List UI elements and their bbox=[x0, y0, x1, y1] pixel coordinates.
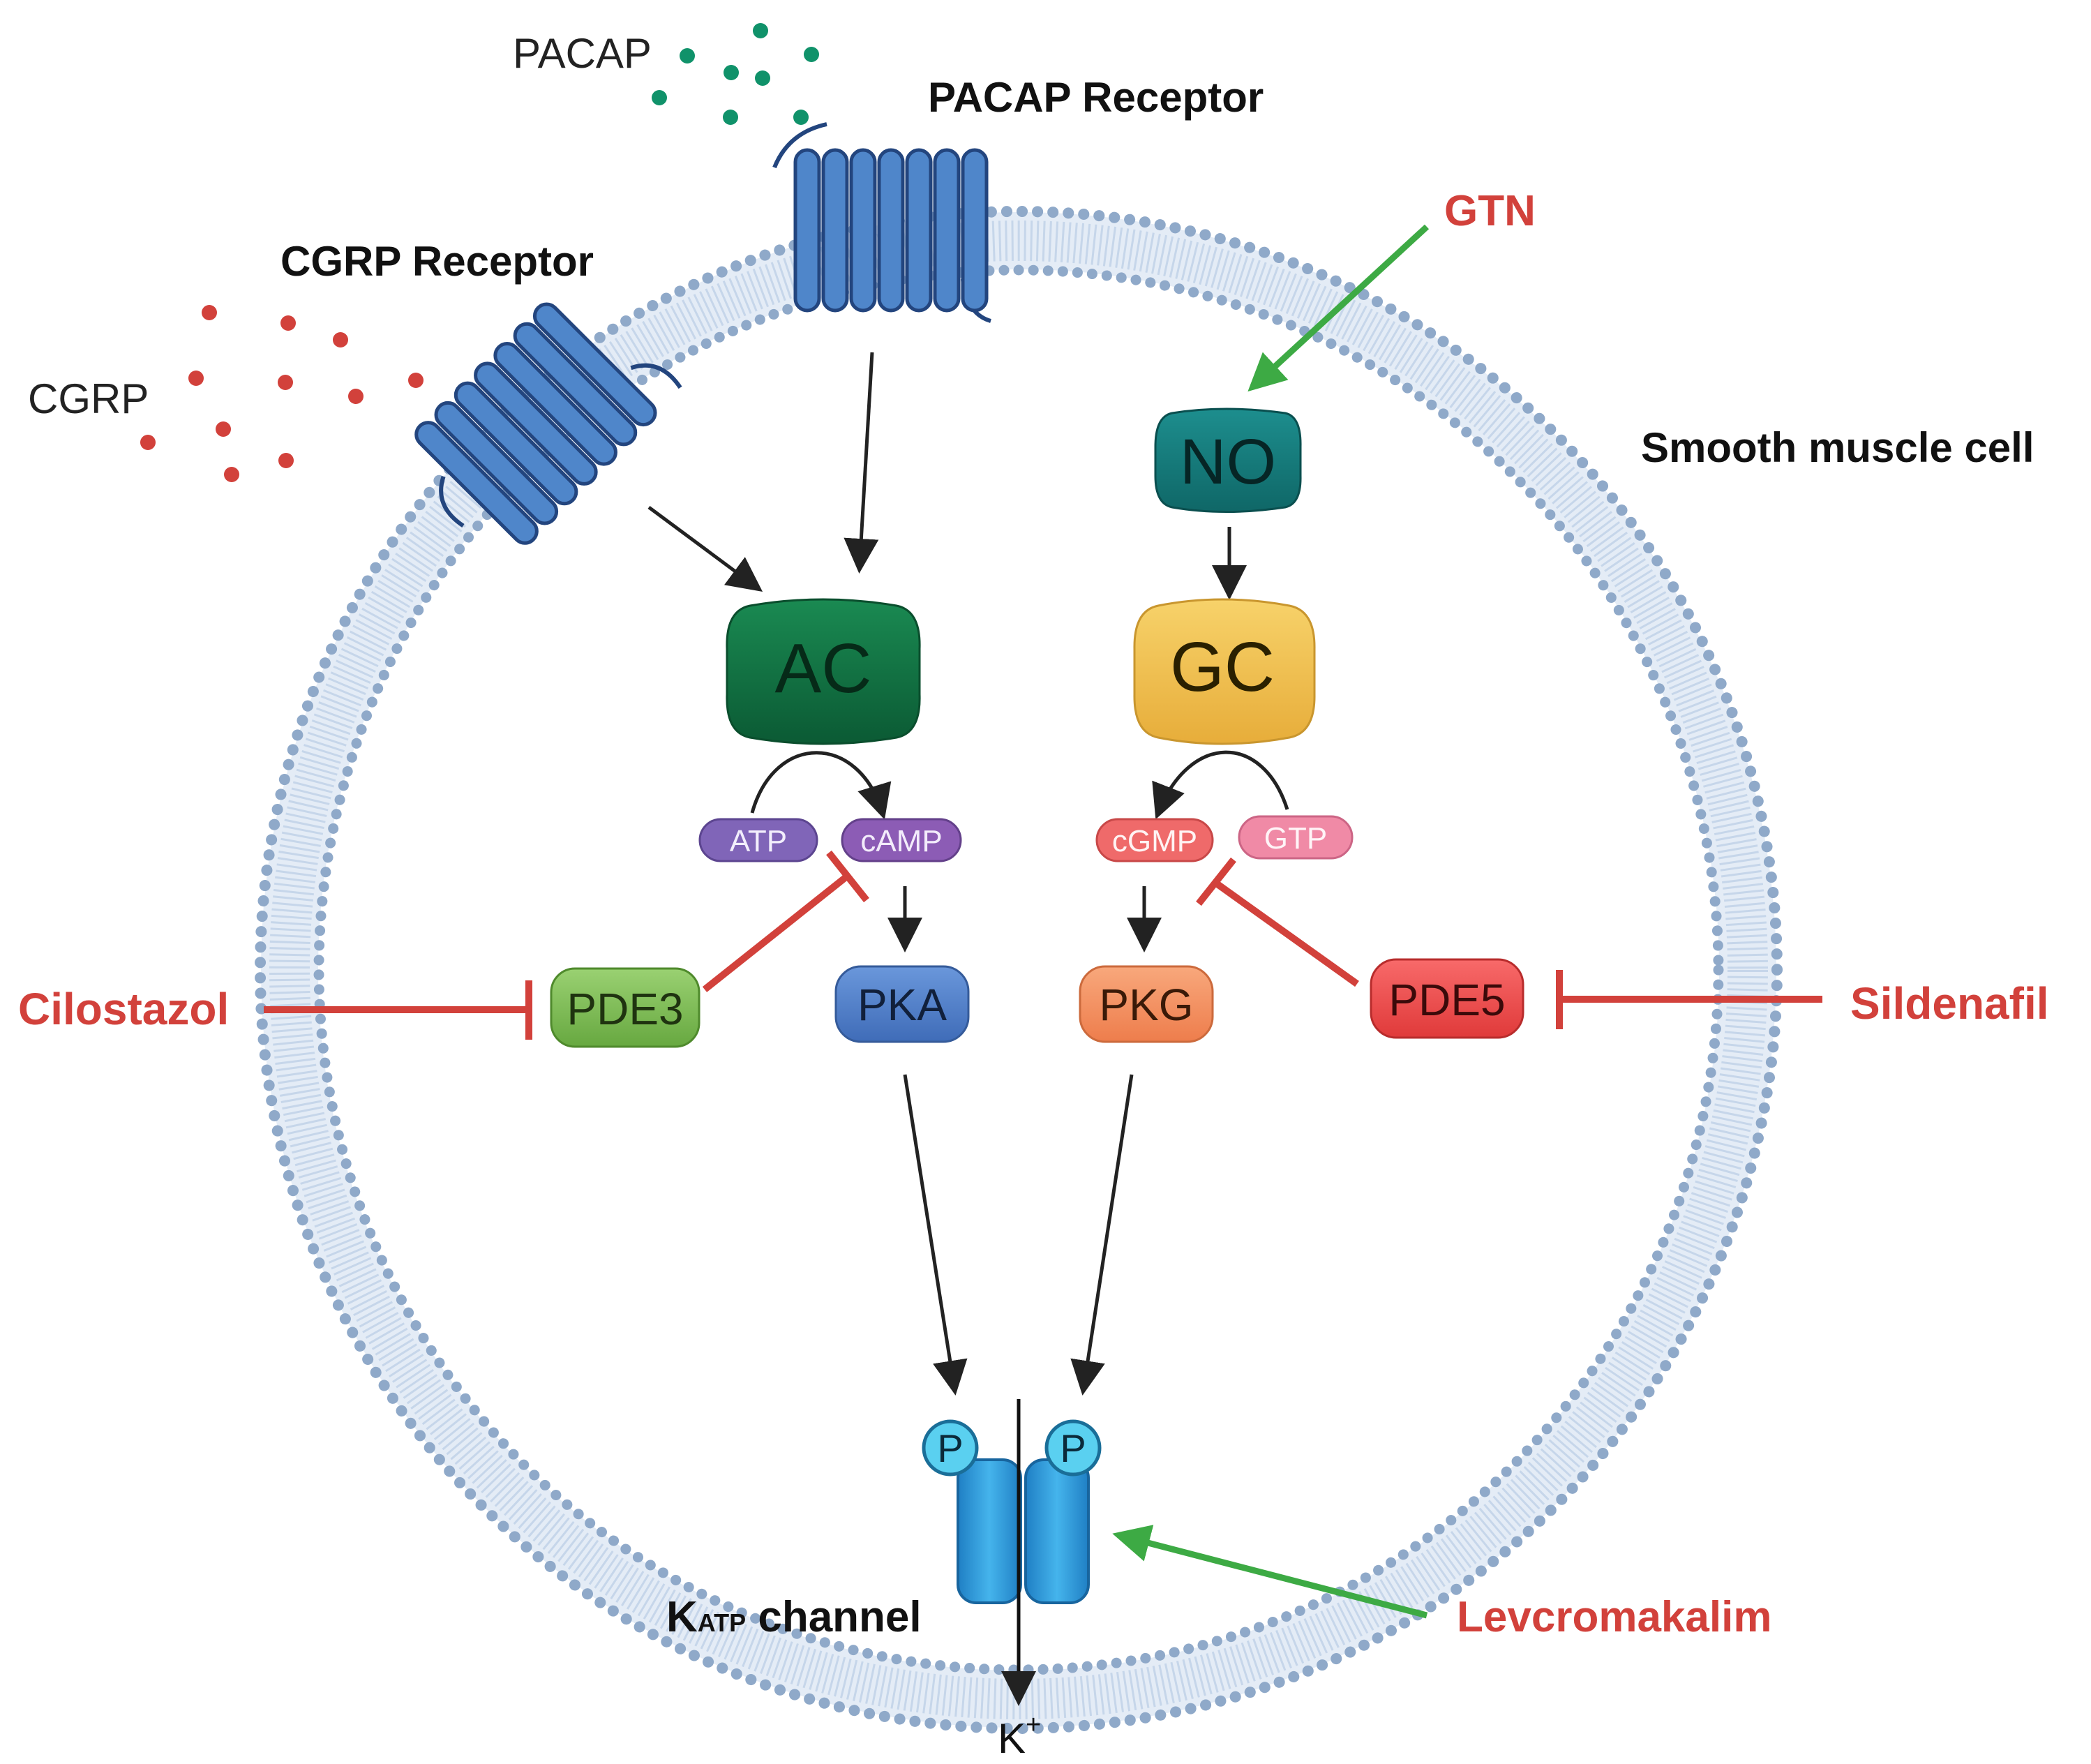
gtp-label: GTP bbox=[1264, 821, 1327, 855]
pde3-label: PDE3 bbox=[567, 984, 683, 1034]
no-label: NO bbox=[1180, 426, 1276, 498]
k-ion-label: K+ bbox=[998, 1710, 1041, 1762]
atp-pill: ATP bbox=[698, 818, 818, 862]
pka-label: PKA bbox=[857, 980, 947, 1030]
levcromakalim-label: Levcromakalim bbox=[1457, 1593, 1771, 1641]
sildenafil-label: Sildenafil bbox=[1850, 978, 2049, 1029]
camp-label: cAMP bbox=[860, 824, 942, 858]
cgmp-label: cGMP bbox=[1112, 824, 1197, 858]
gtp-pill: GTP bbox=[1238, 815, 1354, 860]
pacap-label: PACAP bbox=[513, 30, 652, 77]
phosphate-right-label: P bbox=[1060, 1426, 1086, 1470]
katp-channel-label: KATP channel bbox=[666, 1593, 922, 1641]
cgrp-label: CGRP bbox=[28, 375, 149, 422]
no-node: NO bbox=[1154, 408, 1302, 513]
cgrp-receptor bbox=[414, 302, 682, 545]
phosphate-left: P bbox=[922, 1419, 979, 1477]
arrow-atp-to-camp bbox=[750, 751, 892, 820]
activating-drug-arrows bbox=[1112, 224, 1430, 1619]
gtn-label: GTN bbox=[1444, 187, 1536, 235]
phosphate-left-label: P bbox=[937, 1426, 963, 1470]
pka-node: PKA bbox=[834, 965, 970, 1043]
inhibit-pde5-cgmp-bar bbox=[1196, 857, 1236, 906]
arrow-cgrp-to-ac bbox=[647, 505, 763, 592]
pacap-receptor-label: PACAP Receptor bbox=[928, 74, 1264, 121]
smooth-muscle-cell-label: Smooth muscle cell bbox=[1641, 424, 2034, 471]
signal-arrows bbox=[647, 352, 1289, 1396]
pacap-molecules bbox=[652, 23, 819, 125]
arrow-pkg-to-channel bbox=[1070, 1074, 1134, 1396]
gc-node: GC bbox=[1133, 598, 1316, 745]
atp-label: ATP bbox=[730, 824, 787, 858]
arrow-pka-to-channel bbox=[903, 1074, 968, 1396]
arrow-pacap-to-ac bbox=[844, 352, 879, 574]
pkg-label: PKG bbox=[1099, 980, 1193, 1030]
arrow-gtp-to-cgmp bbox=[1152, 750, 1289, 820]
pde5-node: PDE5 bbox=[1370, 958, 1524, 1039]
arrow-levcromakalim-to-channel bbox=[1112, 1525, 1428, 1619]
gc-label: GC bbox=[1170, 628, 1275, 706]
arrow-gtn-to-no bbox=[1247, 224, 1430, 392]
camp-pill: cAMP bbox=[841, 818, 962, 862]
cilostazol-label: Cilostazol bbox=[18, 984, 229, 1034]
inhibit-pde3-camp-bar bbox=[826, 850, 869, 903]
cgrp-molecules bbox=[140, 305, 424, 482]
phosphate-right: P bbox=[1044, 1419, 1102, 1477]
inhibit-pde3-camp bbox=[702, 873, 850, 992]
cgrp-receptor-label: CGRP Receptor bbox=[280, 238, 594, 285]
inhibit-pde5-cgmp bbox=[1213, 879, 1359, 987]
ac-node: AC bbox=[726, 598, 921, 745]
inhibition-lines bbox=[264, 850, 1822, 1040]
ac-label: AC bbox=[775, 629, 872, 708]
pde3-node: PDE3 bbox=[550, 967, 700, 1048]
pacap-receptor bbox=[772, 122, 991, 323]
pkg-node: PKG bbox=[1079, 965, 1214, 1043]
cgmp-pill: cGMP bbox=[1095, 818, 1214, 862]
pde5-label: PDE5 bbox=[1388, 975, 1505, 1025]
